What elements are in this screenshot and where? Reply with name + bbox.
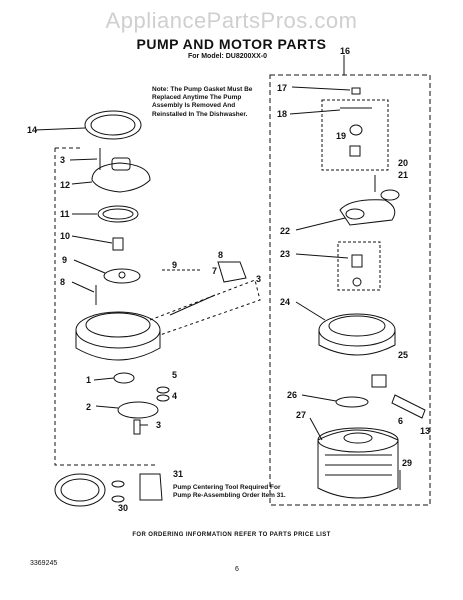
part-4 [156, 394, 170, 402]
callout-4: 4 [172, 391, 177, 401]
motor-28 [317, 429, 399, 499]
callout-1: 1 [86, 375, 91, 385]
callout-23: 22 [280, 226, 290, 236]
callout-3-b: 3 [256, 274, 261, 284]
callout-18: 17 [277, 83, 287, 93]
pump-gasket-note: Note: The Pump Gasket Must Be Replaced A… [152, 86, 253, 118]
callout-28: 27 [296, 410, 306, 420]
callout-21: 20 [398, 158, 408, 168]
callout-3: 3 [60, 155, 65, 165]
callout-25: 24 [280, 297, 290, 307]
part-24 [351, 254, 363, 268]
part-15 [391, 394, 426, 419]
callout-24: 23 [280, 249, 290, 259]
callout-29: 29 [402, 458, 412, 468]
centering-tool-note: Pump Centering Tool Required For Pump Re… [173, 484, 286, 499]
callout-2: 2 [86, 402, 91, 412]
callout-3-c: 3 [156, 420, 161, 430]
callout-19: 18 [277, 109, 287, 119]
callout-13: 11 [60, 209, 70, 219]
page-number: 6 [235, 566, 239, 573]
callout-6: 6 [398, 416, 403, 426]
part-27 [335, 396, 369, 408]
callout-7: 7 [212, 266, 217, 276]
callout-10: 8 [60, 277, 65, 287]
callout-14: 12 [60, 180, 70, 190]
part-23 [339, 199, 396, 226]
pump-housing-14 [91, 162, 151, 193]
callout-11: 9 [62, 255, 67, 265]
callout-9: 9 [172, 260, 177, 270]
callout-27: 26 [287, 390, 297, 400]
callout-20: 19 [336, 131, 346, 141]
ring-30 [54, 473, 106, 507]
callout-17: 16 [340, 46, 350, 56]
impeller-11 [103, 268, 141, 284]
part-18 [351, 87, 361, 95]
page-title: PUMP AND MOTOR PARTS [136, 36, 327, 52]
watermark: AppliancePartsPros.com [105, 8, 358, 33]
part-1 [113, 372, 135, 384]
callout-22: 21 [398, 170, 408, 180]
callout-12: 10 [60, 231, 70, 241]
part-22 [380, 189, 400, 201]
callout-26: 25 [398, 350, 408, 360]
part-8 [217, 261, 247, 283]
document-number: 3369245 [30, 560, 58, 567]
callout-16: 14 [27, 125, 37, 135]
part-25 [318, 313, 396, 347]
callout-8: 8 [218, 250, 223, 260]
model-label: For Model: DU8200XX-0 [188, 53, 267, 60]
callout-5: 5 [172, 370, 177, 380]
left-bracket [54, 148, 158, 466]
right-bracket [269, 74, 431, 506]
part-12 [112, 237, 124, 251]
callout-31: 31 [173, 469, 183, 479]
part-20 [349, 124, 363, 136]
centering-tool-31 [139, 473, 163, 501]
callout-15: 13 [420, 426, 430, 436]
part-5 [156, 386, 170, 394]
callout-30: 30 [118, 503, 128, 513]
ring-13 [97, 205, 139, 223]
ordering-footer: FOR ORDERING INFORMATION REFER TO PARTS … [132, 532, 331, 538]
pump-gasket-16 [84, 110, 142, 140]
part-2 [117, 401, 159, 419]
part-26 [371, 374, 387, 388]
